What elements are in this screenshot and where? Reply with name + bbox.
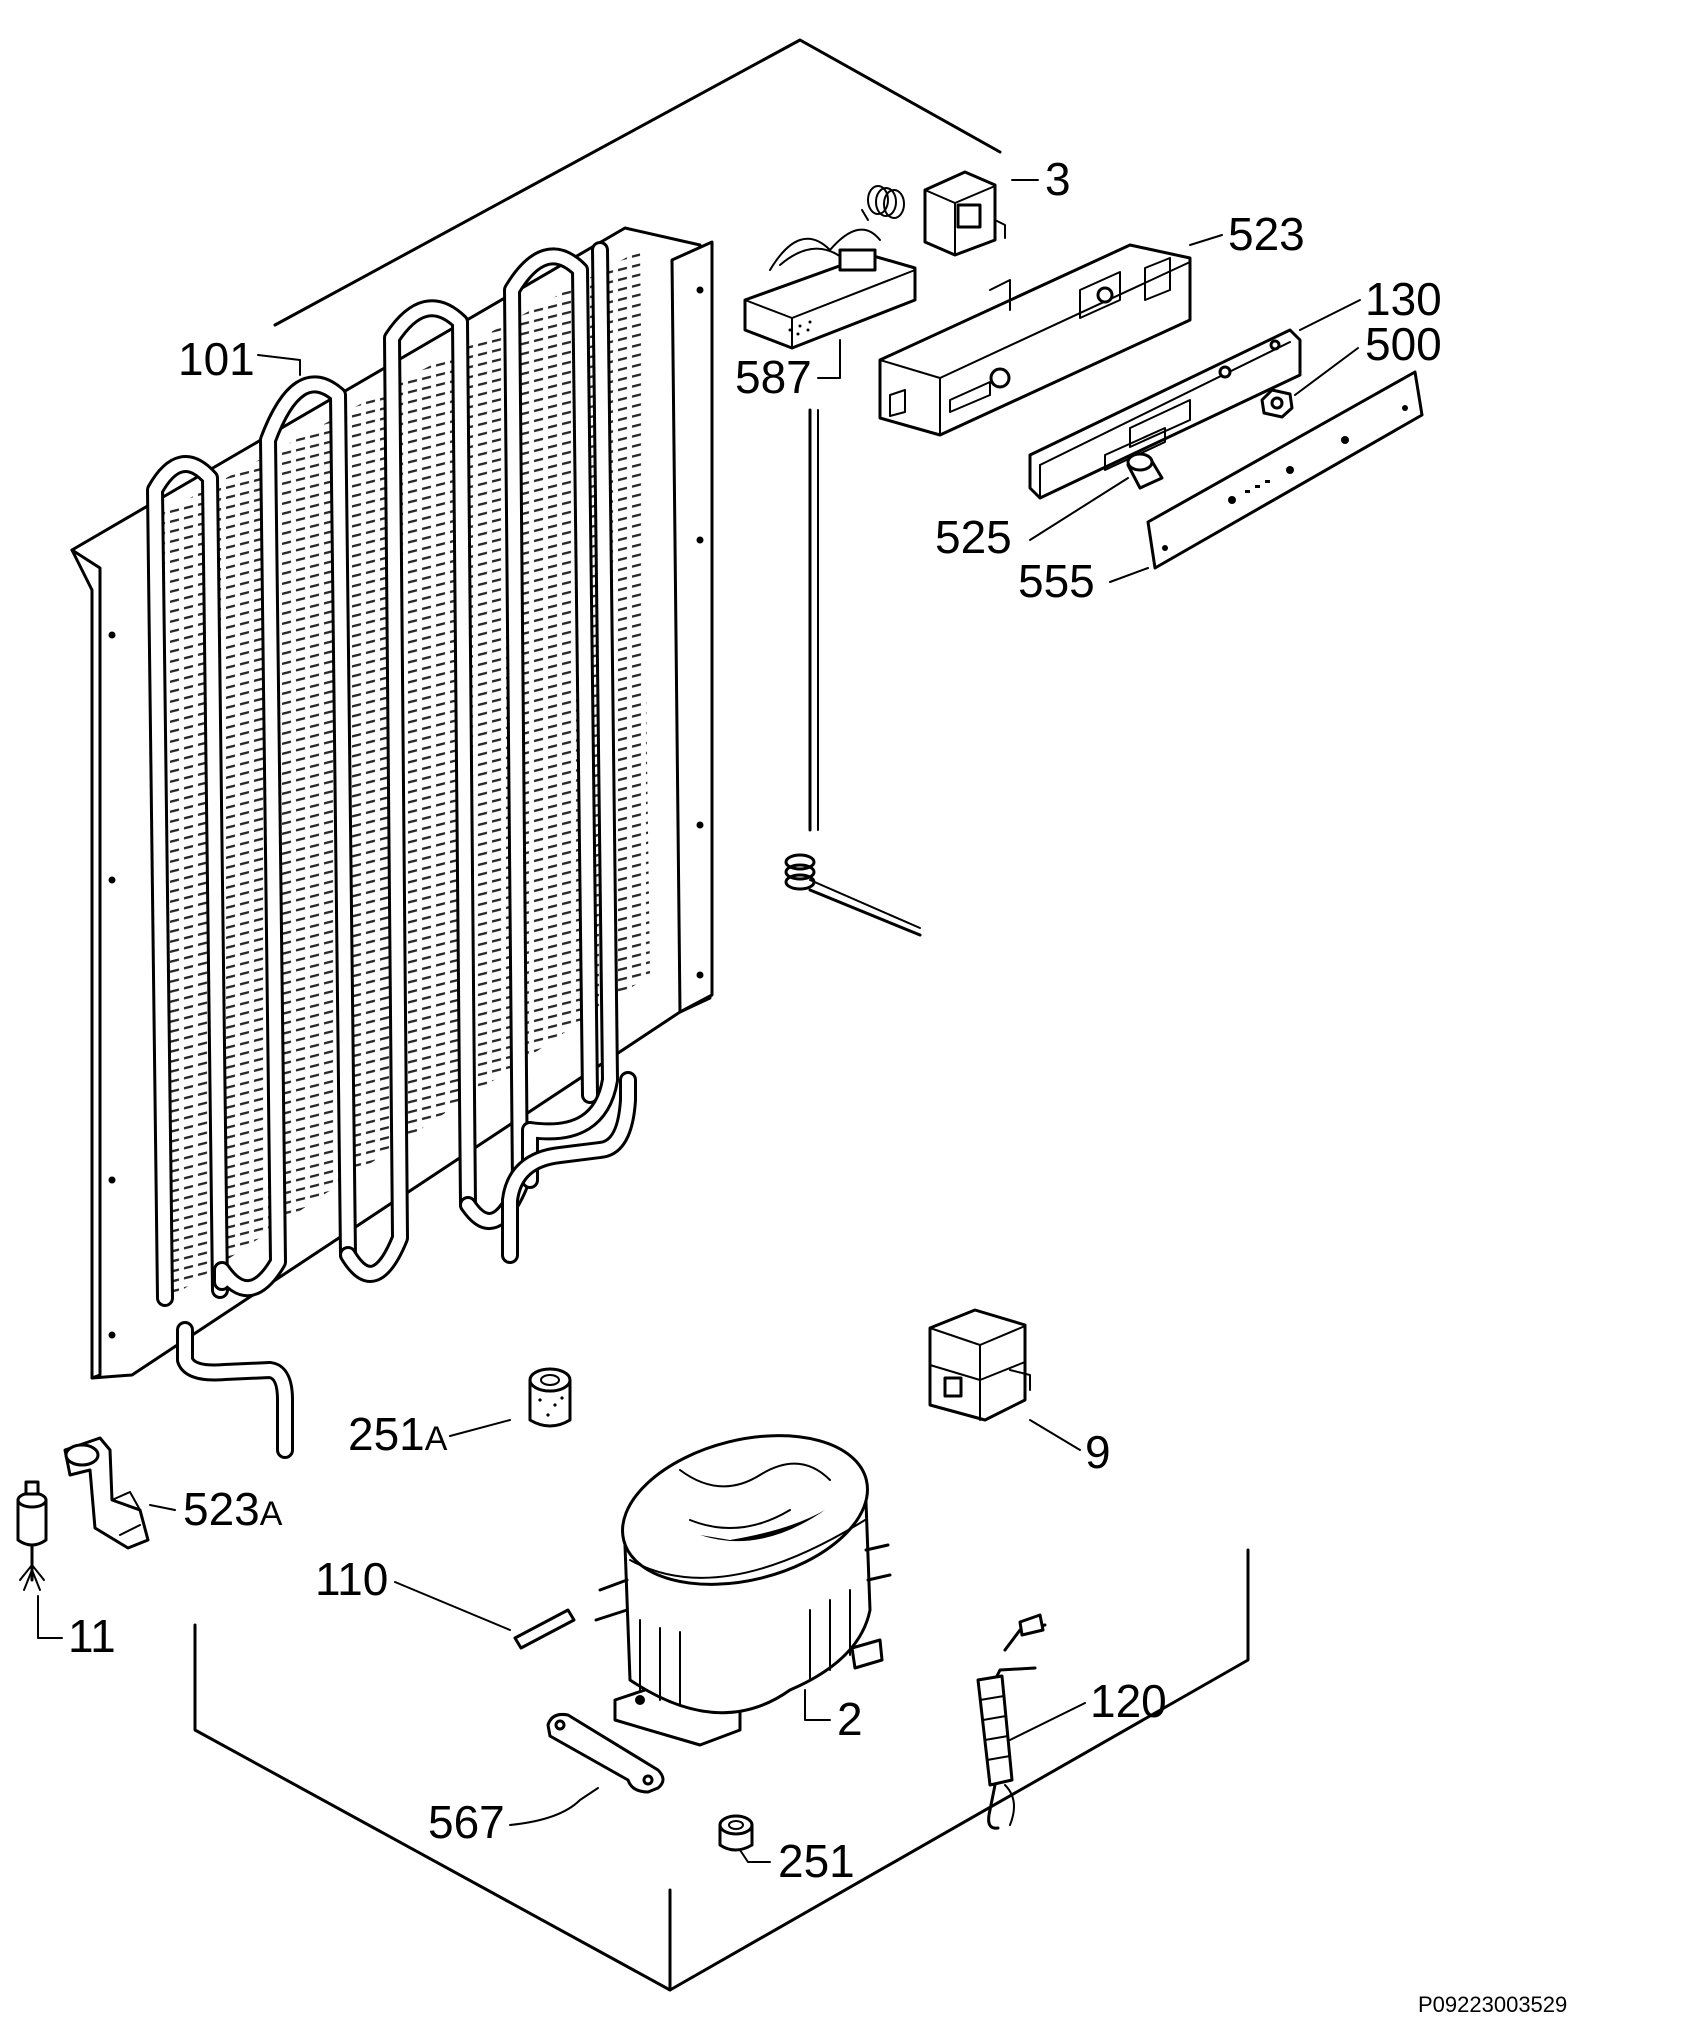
panel-part-130 bbox=[1028, 328, 1302, 500]
condenser-part-101 bbox=[70, 226, 714, 1459]
capsule-part-11 bbox=[16, 1480, 48, 1591]
callout-567: 567 bbox=[428, 1796, 505, 1848]
callout-523a-suffix: A bbox=[260, 1495, 283, 1533]
callout-251: 251 bbox=[778, 1835, 855, 1887]
callout-120: 120 bbox=[1090, 1675, 1167, 1727]
callout-525: 525 bbox=[935, 511, 1012, 563]
button-part-500 bbox=[1260, 388, 1294, 419]
control-housing-part-523 bbox=[878, 243, 1192, 437]
pin-part-110 bbox=[513, 1608, 576, 1650]
cabinet-outline bbox=[193, 38, 1250, 1992]
grommet-part-251a bbox=[528, 1367, 572, 1428]
filter-drier-part-120 bbox=[976, 1613, 1047, 1830]
callout-101: 101 bbox=[178, 333, 255, 385]
thermostat-part-3 bbox=[923, 170, 1006, 257]
leader-lines bbox=[37, 179, 1361, 1863]
callout-3: 3 bbox=[1045, 153, 1071, 205]
document-id: P09223003529 bbox=[1418, 1992, 1567, 2017]
compressor-part-2 bbox=[594, 1434, 892, 1747]
callout-110: 110 bbox=[315, 1553, 388, 1605]
callout-251a-number: 251 bbox=[348, 1408, 425, 1460]
control-board-part-587 bbox=[743, 228, 922, 937]
knob-part-525 bbox=[1126, 452, 1164, 490]
callout-2: 2 bbox=[837, 1693, 863, 1745]
callout-251a-suffix: A bbox=[425, 1420, 448, 1458]
callout-587: 587 bbox=[735, 351, 812, 403]
callout-500: 500 bbox=[1365, 318, 1442, 370]
callout-555: 555 bbox=[1018, 555, 1095, 607]
spring-part bbox=[861, 185, 905, 221]
callout-9: 9 bbox=[1085, 1426, 1111, 1478]
clamp-part-523a bbox=[63, 1436, 150, 1550]
callout-11: 11 bbox=[68, 1610, 116, 1662]
bracket-part-567 bbox=[546, 1713, 665, 1794]
callout-labels: 3 523 130 500 101 587 525 555 251A 9 523… bbox=[68, 153, 1567, 2017]
callout-130: 130 bbox=[1365, 273, 1442, 325]
callout-523: 523 bbox=[1228, 208, 1305, 260]
callout-523a-number: 523 bbox=[183, 1483, 260, 1535]
front-strip-part-555 bbox=[1146, 370, 1424, 570]
callout-251a: 251A bbox=[348, 1408, 448, 1460]
callout-523a: 523A bbox=[183, 1483, 283, 1535]
grommet-part-251 bbox=[718, 1814, 754, 1852]
relay-part-9 bbox=[928, 1308, 1031, 1422]
